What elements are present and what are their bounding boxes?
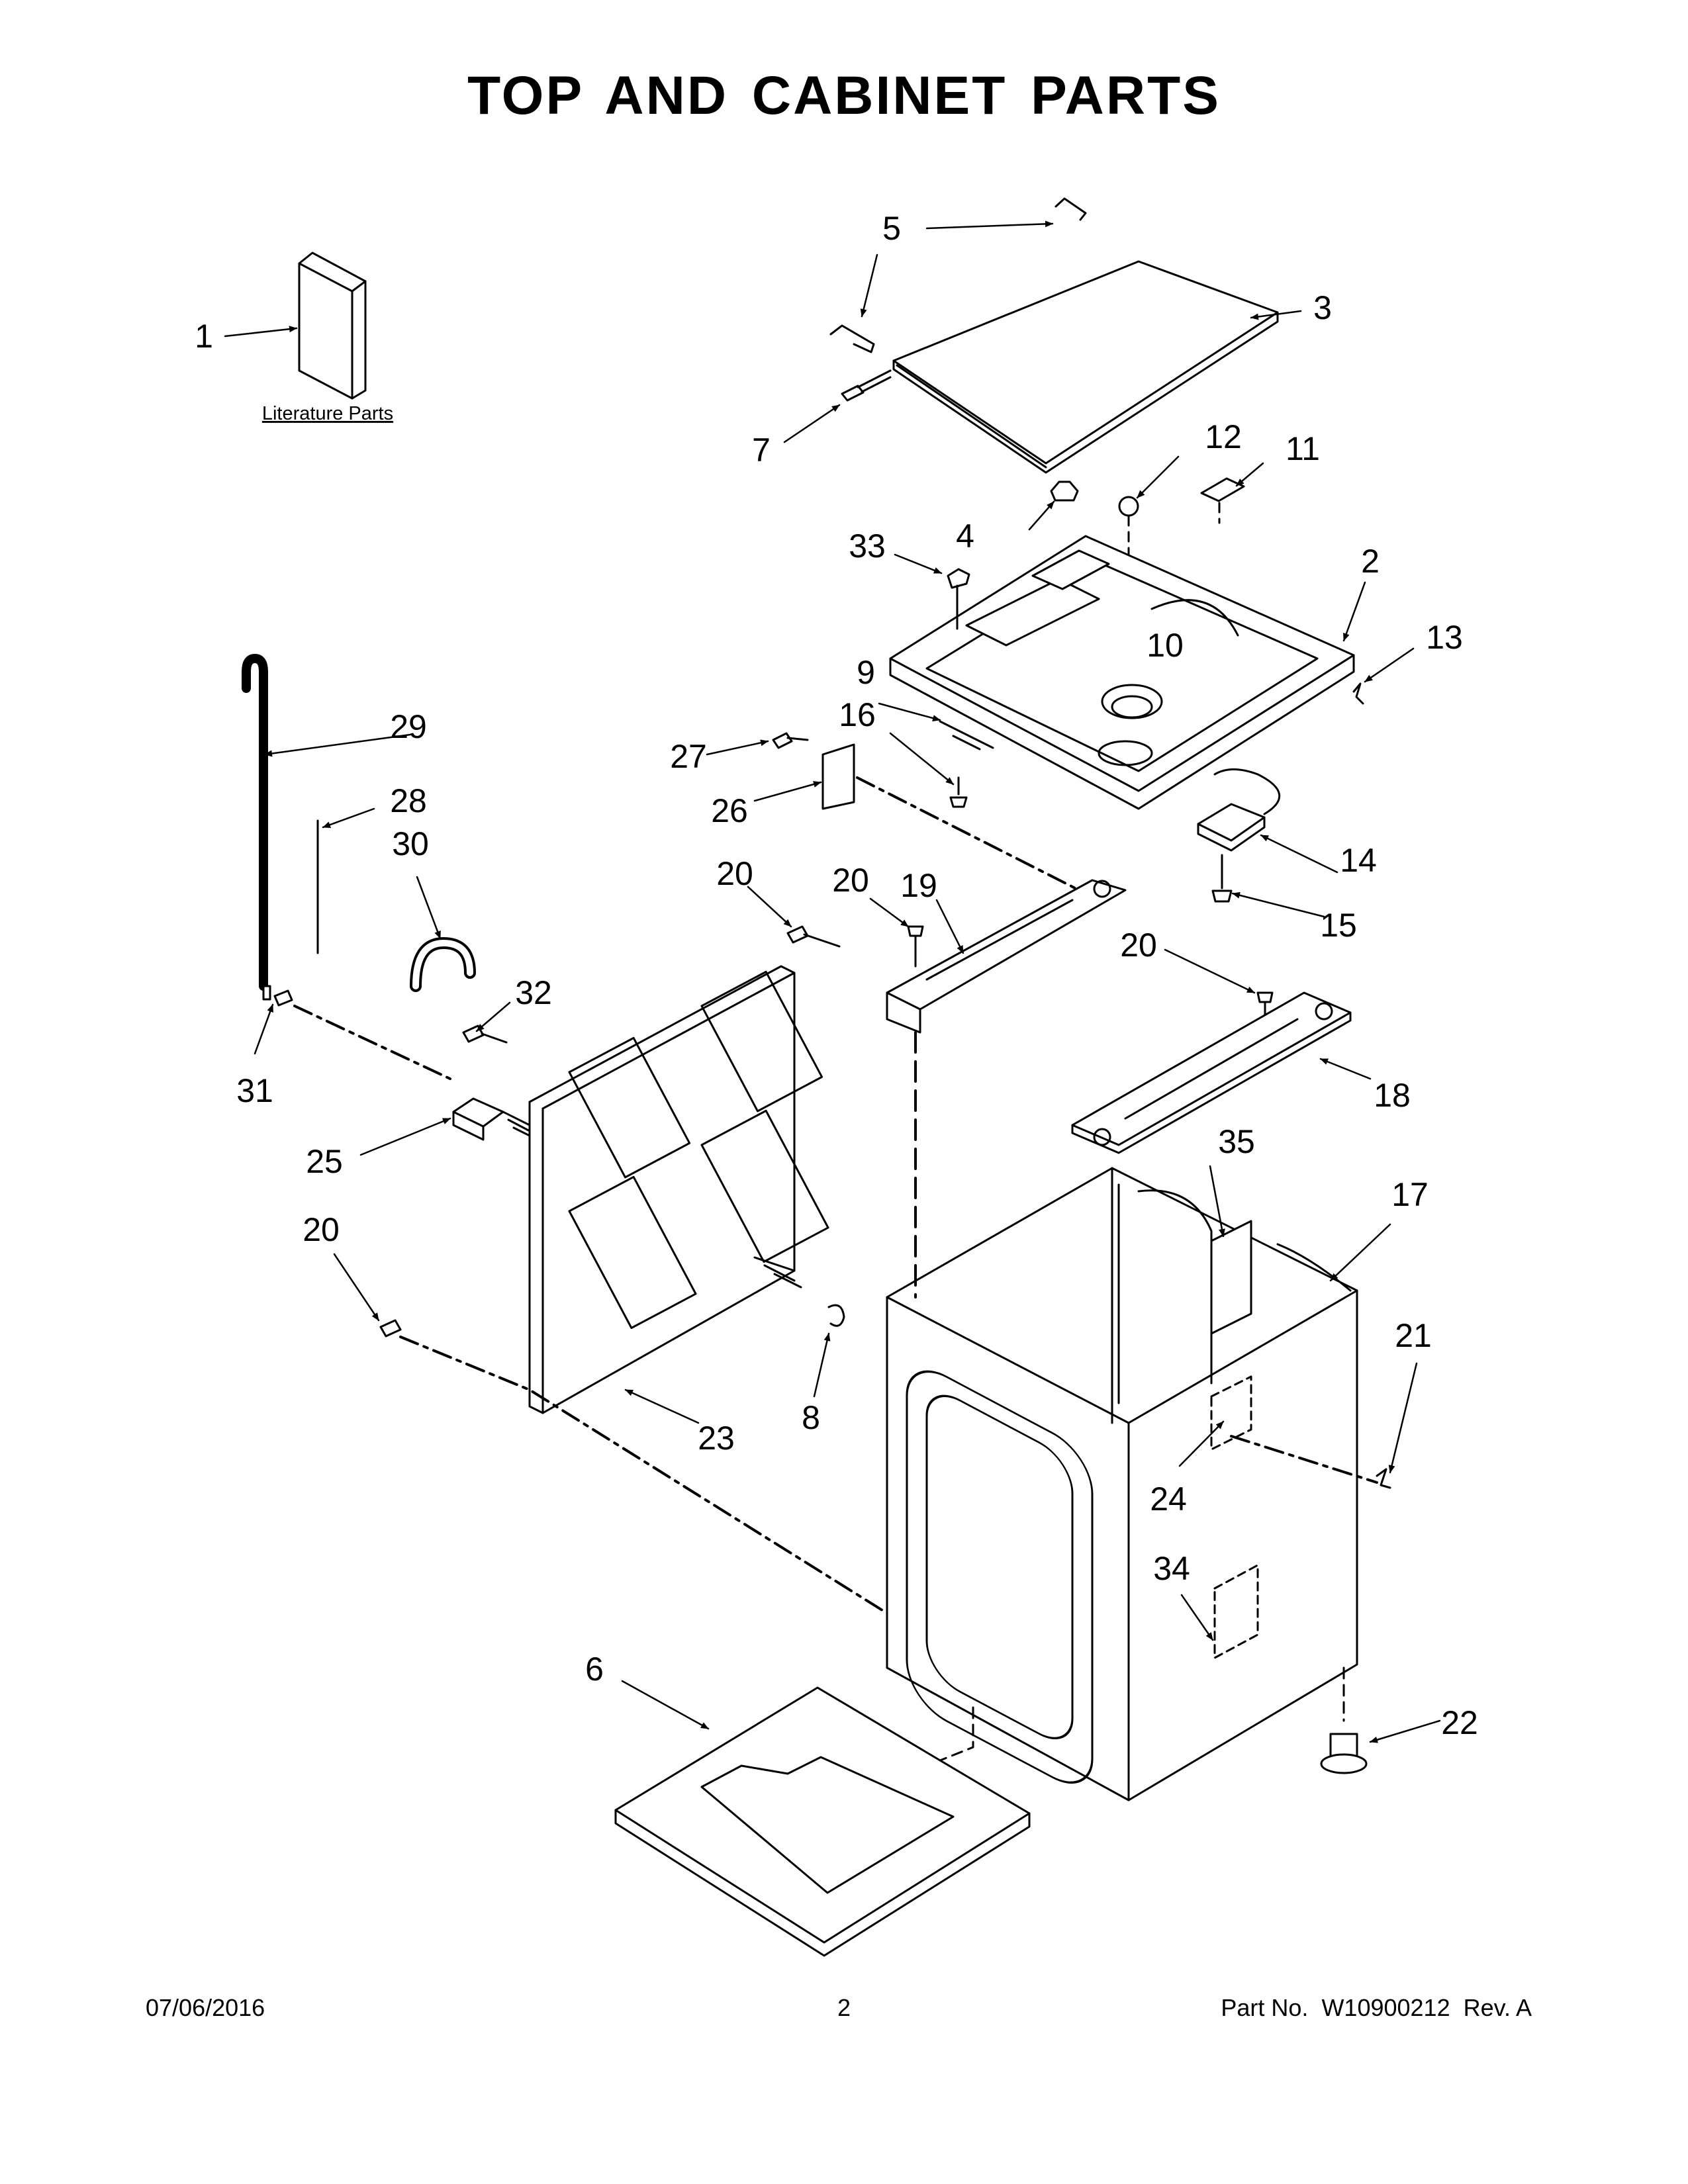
revision: Rev. A	[1463, 1994, 1532, 2021]
cabinet	[886, 1167, 1358, 1801]
callout-20-a: 20	[716, 855, 753, 892]
top-panel	[889, 535, 1355, 810]
part-number: W10900212	[1321, 1994, 1450, 2021]
callout-23: 23	[698, 1420, 735, 1457]
callout-25: 25	[306, 1143, 343, 1180]
callout-10: 10	[1147, 627, 1184, 664]
callout-35: 35	[1218, 1123, 1255, 1160]
screw-27	[772, 732, 809, 749]
callout-24: 24	[1150, 1480, 1187, 1518]
callout-11: 11	[1286, 430, 1320, 467]
callout-32: 32	[515, 974, 552, 1011]
callout-1: 1	[195, 318, 213, 355]
hose-clamp-8	[827, 1304, 845, 1327]
page-title: TOP AND CABINET PARTS	[467, 66, 1221, 126]
bracket-26	[821, 743, 855, 810]
callout-7: 7	[752, 432, 771, 469]
footer-part-number: Part No. W10900212 Rev. A	[1221, 1994, 1532, 2022]
screw-15	[1211, 854, 1233, 903]
callout-26: 26	[711, 792, 748, 829]
leveling-leg	[1320, 1666, 1368, 1774]
callout-12: 12	[1205, 418, 1242, 455]
literature-booklet	[298, 251, 367, 400]
callout-29: 29	[390, 708, 427, 745]
lid-bumper	[1050, 480, 1079, 502]
callout-18: 18	[1374, 1077, 1411, 1114]
screw-7	[841, 369, 892, 402]
leader-lines	[224, 220, 1441, 1743]
callout-31: 31	[236, 1072, 273, 1109]
lid-switch	[1197, 768, 1281, 852]
callout-28: 28	[390, 782, 427, 819]
callout-numbers: 1 2 3 4 5 6 7 8 9 10 11 12 13 14 15 16 1…	[195, 210, 1478, 1741]
callout-20-c: 20	[1120, 927, 1157, 964]
rear-bracket-18	[1071, 991, 1352, 1154]
callout-2: 2	[1361, 543, 1380, 580]
label-35	[1210, 1220, 1252, 1335]
label-24	[1210, 1375, 1252, 1451]
wire-connector	[939, 720, 994, 808]
callout-13: 13	[1426, 619, 1463, 656]
callout-16: 16	[839, 696, 876, 733]
lid	[892, 260, 1279, 474]
hose-guide	[410, 937, 476, 992]
callout-22: 22	[1441, 1704, 1478, 1741]
callout-9: 9	[857, 654, 875, 691]
hose-clamp-31	[273, 989, 293, 1007]
screw-33	[947, 568, 970, 630]
label-34	[1213, 1564, 1259, 1659]
clip-13	[1352, 682, 1364, 705]
callout-4: 4	[956, 518, 974, 555]
base-pan	[614, 1686, 1031, 1957]
footer-date: 07/06/2016	[146, 1994, 265, 2021]
hinge-pin	[829, 197, 1087, 353]
screw-20-bracket	[907, 925, 924, 968]
literature-parts-label: Literature Parts	[262, 403, 393, 424]
callout-14: 14	[1340, 842, 1377, 879]
inlet-valve	[452, 1097, 539, 1141]
callout-34: 34	[1153, 1550, 1190, 1587]
footer-page-number: 2	[837, 1994, 851, 2021]
screw-32	[462, 1024, 508, 1044]
callout-17: 17	[1391, 1176, 1429, 1213]
callout-30: 30	[392, 825, 429, 862]
rear-panel	[528, 965, 829, 1414]
front-bracket-19	[886, 879, 1127, 1034]
callout-20-b: 20	[832, 862, 869, 899]
callout-19: 19	[900, 867, 937, 904]
part-label: Part No.	[1221, 1994, 1309, 2021]
callout-8: 8	[802, 1399, 820, 1436]
clip-21	[1376, 1468, 1391, 1489]
callout-3: 3	[1313, 289, 1332, 326]
callout-21: 21	[1395, 1317, 1432, 1354]
callout-15: 15	[1320, 907, 1357, 944]
callout-33: 33	[849, 527, 886, 565]
screw-20-front	[786, 925, 841, 948]
drain-hose	[242, 654, 271, 1001]
screw-20-lower	[379, 1319, 402, 1338]
callout-5: 5	[882, 210, 901, 247]
callout-6: 6	[585, 1651, 604, 1688]
callout-20-d: 20	[303, 1211, 340, 1248]
lid-switch-parts	[1118, 477, 1245, 570]
callout-27: 27	[670, 738, 707, 775]
